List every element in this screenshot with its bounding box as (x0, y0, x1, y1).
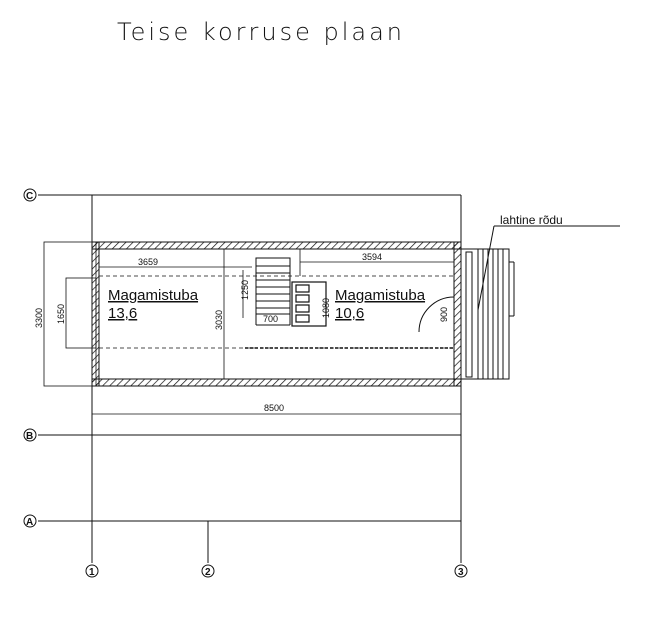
axis-marker-b: B (23, 428, 37, 442)
dim-left-room-width: 3659 (138, 257, 158, 267)
dim-partition-height: 3030 (214, 310, 224, 330)
svg-text:3: 3 (458, 567, 464, 578)
dim-door-width: 900 (439, 307, 449, 322)
svg-text:A: A (26, 517, 33, 528)
axis-marker-c: C (23, 188, 37, 202)
axis-marker-3: 3 (454, 564, 468, 578)
interior-lines (99, 249, 454, 379)
room-right-name: Magamistuba (335, 287, 426, 304)
staircase (255, 257, 291, 326)
dim-inner-height: 1650 (56, 304, 66, 324)
dim-stair-width: 700 (263, 314, 278, 324)
balcony (460, 225, 620, 380)
axis-marker-a: A (23, 514, 37, 528)
svg-text:2: 2 (205, 567, 211, 578)
door-swing (418, 296, 455, 333)
dimension-lines (91, 408, 462, 420)
room-left-name: Magamistuba (108, 287, 199, 304)
svg-text:B: B (26, 431, 33, 442)
dim-total-width: 8500 (264, 403, 284, 413)
drawing-title: Teise korruse plaan (117, 18, 406, 46)
shelving-unit (291, 281, 327, 327)
dim-outer-height: 3300 (34, 308, 44, 328)
svg-text:1: 1 (89, 567, 95, 578)
room-right-area: 10,6 (335, 305, 364, 322)
dim-right-room-width: 3594 (362, 252, 382, 262)
dim-shelf-height: 1080 (321, 298, 331, 318)
balcony-label: lahtine rõdu (500, 213, 563, 227)
axis-marker-1: 1 (85, 564, 99, 578)
walls (91, 241, 462, 387)
room-left-area: 13,6 (108, 305, 137, 322)
axis-marker-2: 2 (201, 564, 215, 578)
dim-stair-height: 1250 (240, 280, 250, 300)
left-outline (43, 241, 97, 387)
svg-text:C: C (26, 191, 33, 202)
